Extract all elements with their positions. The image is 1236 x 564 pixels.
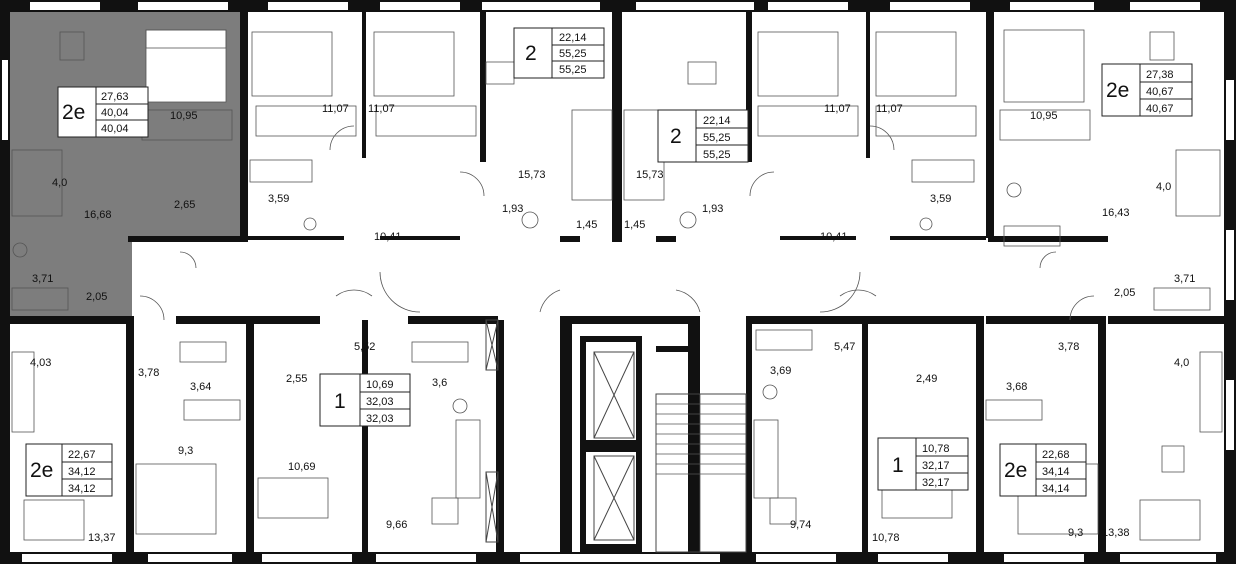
room-area: 13,38: [1102, 527, 1130, 539]
room-area: 11,07: [322, 103, 349, 115]
room-area: 1,45: [576, 219, 597, 231]
apartment-value: 22,67: [68, 449, 96, 461]
room-area: 10,41: [820, 231, 848, 243]
corridor-notch: [164, 238, 248, 266]
room-area: 4,03: [30, 357, 51, 369]
apartment-info-top-left[interactable]: 2е 27,63 40,04 40,04: [57, 86, 149, 138]
apartment-value: 32,17: [922, 460, 950, 472]
room-area: 11,07: [824, 103, 851, 115]
room-area: 9,3: [178, 445, 193, 457]
room-area: 4,0: [1174, 357, 1189, 369]
apartment-type: 1: [892, 454, 904, 477]
room-area: 3,64: [190, 381, 211, 393]
apartment-info-top-center-right[interactable]: 2 22,14 55,25 55,25: [657, 109, 749, 163]
room-area: 10,95: [1030, 110, 1058, 122]
room-area: 2,55: [286, 373, 307, 385]
apartment-value: 34,12: [68, 466, 96, 478]
room-area: 15,73: [636, 169, 664, 181]
apartment-info-top-center-left[interactable]: 2 22,14 55,25 55,25: [513, 27, 605, 79]
apartment-value: 27,38: [1146, 69, 1174, 81]
apartment-type: 2: [670, 125, 682, 148]
room-area: 1,45: [624, 219, 645, 231]
apartment-info-top-right[interactable]: 2е 27,38 40,67 40,67: [1101, 63, 1193, 117]
room-area: 10,95: [170, 110, 198, 122]
apartment-value: 55,25: [559, 48, 587, 60]
room-area: 5,47: [834, 341, 855, 353]
room-area: 3,59: [268, 193, 289, 205]
apartment-type: 2е: [1004, 459, 1027, 482]
apartment-value: 10,69: [366, 379, 394, 391]
room-area: 2,05: [1114, 287, 1135, 299]
room-area: 3,69: [770, 365, 791, 377]
room-area: 1,93: [502, 203, 523, 215]
apartment-value: 22,68: [1042, 449, 1070, 461]
room-area: 3,6: [432, 377, 447, 389]
room-area: 3,59: [930, 193, 951, 205]
apartment-type: 1: [334, 390, 346, 413]
room-area-labels: 10,95 4,0 16,68 2,65 3,71 2,05 11,07 3,5…: [30, 103, 1195, 544]
apartment-value: 40,67: [1146, 103, 1174, 115]
room-area: 3,71: [32, 273, 53, 285]
apartment-value: 32,03: [366, 413, 394, 425]
room-area: 3,68: [1006, 381, 1027, 393]
apartment-value: 32,03: [366, 396, 394, 408]
apartment-value: 55,25: [703, 132, 731, 144]
furniture: [11, 29, 1223, 541]
room-area: 10,78: [872, 532, 900, 544]
room-area: 4,0: [1156, 181, 1171, 193]
elevator-shafts: [593, 351, 635, 541]
apartment-value: 55,25: [703, 149, 731, 161]
room-area: 9,3: [1068, 527, 1083, 539]
room-area: 15,73: [518, 169, 546, 181]
apartment-value: 22,14: [703, 115, 731, 127]
room-area: 3,78: [138, 367, 159, 379]
room-area: 9,66: [386, 519, 407, 531]
room-area: 2,05: [86, 291, 107, 303]
apartment-value: 22,14: [559, 32, 587, 44]
apartment-value: 34,14: [1042, 466, 1070, 478]
apartment-type: 2е: [30, 459, 53, 482]
room-area: 2,49: [916, 373, 937, 385]
apartment-value: 40,04: [101, 107, 129, 119]
apartment-info-bottom-right[interactable]: 2е 22,68 34,14 34,14: [999, 443, 1087, 497]
apartment-value: 32,17: [922, 477, 950, 489]
ventilation-shafts: [485, 319, 499, 543]
apartment-value: 34,14: [1042, 483, 1070, 495]
apartment-type: 2е: [62, 101, 85, 124]
apartment-type: 2: [525, 42, 537, 65]
room-area: 10,69: [288, 461, 316, 473]
apartment-info-bottom-center-left[interactable]: 1 10,69 32,03 32,03: [319, 373, 411, 427]
apartment-info-bottom-center-right[interactable]: 1 10,78 32,17 32,17: [877, 437, 969, 491]
apartment-value: 40,04: [101, 123, 129, 135]
room-area: 10,41: [374, 231, 402, 243]
room-area: 5,52: [354, 341, 375, 353]
room-area: 3,71: [1174, 273, 1195, 285]
apartment-value: 40,67: [1146, 86, 1174, 98]
apartment-type: 2е: [1106, 79, 1129, 102]
room-area: 13,37: [88, 532, 116, 544]
staircase: [655, 393, 747, 553]
room-area: 11,07: [368, 103, 395, 115]
room-area: 4,0: [52, 177, 67, 189]
apartment-value: 55,25: [559, 64, 587, 76]
apartment-value: 27,63: [101, 91, 129, 103]
apartment-value: 34,12: [68, 483, 96, 495]
room-area: 1,93: [702, 203, 723, 215]
room-area: 11,07: [876, 103, 903, 115]
room-area: 3,78: [1058, 341, 1079, 353]
room-area: 2,65: [174, 199, 195, 211]
room-area: 16,43: [1102, 207, 1130, 219]
room-area: 16,68: [84, 209, 112, 221]
apartment-value: 10,78: [922, 443, 950, 455]
apartment-info-bottom-left[interactable]: 2е 22,67 34,12 34,12: [25, 443, 113, 497]
room-area: 9,74: [790, 519, 811, 531]
inner-walls: [8, 12, 1224, 552]
